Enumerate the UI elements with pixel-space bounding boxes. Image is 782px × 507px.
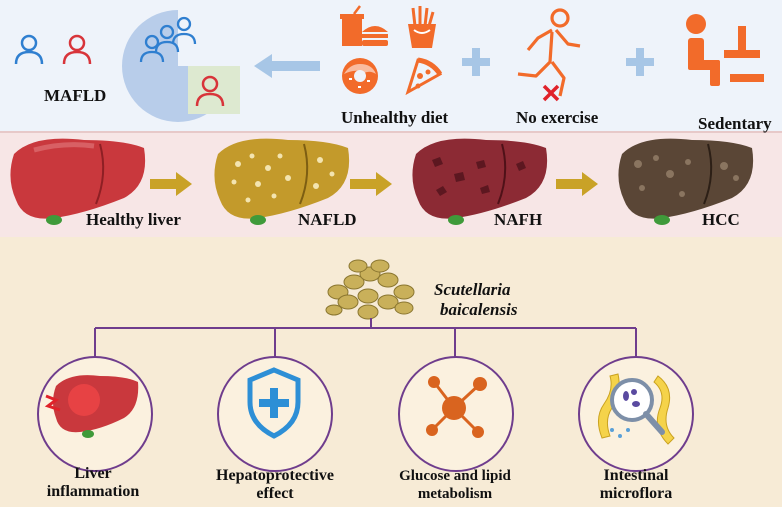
herb-name-line2: baicalensis	[440, 300, 518, 319]
healthy-liver-label: Healthy liver	[86, 210, 181, 229]
effect-circle-4	[578, 356, 694, 472]
branch-connector	[94, 318, 637, 358]
red-person-icon	[62, 34, 92, 65]
mafld-label: MAFLD	[44, 86, 107, 105]
donut-icon	[342, 58, 378, 94]
hcc-label: HCC	[702, 210, 740, 229]
plus-icon	[462, 48, 490, 76]
hcc-liver-icon	[618, 138, 754, 225]
pizza-icon	[405, 57, 443, 96]
no-exercise-label: No exercise	[516, 108, 599, 127]
left-arrow-icon	[254, 54, 320, 78]
nafh-label: NAFH	[494, 210, 543, 229]
nafh-liver-icon	[412, 138, 548, 225]
fastfood-icon	[340, 5, 388, 46]
plus-icon-2	[626, 48, 654, 76]
no-exercise-icon	[517, 8, 581, 102]
stage-arrow-1	[150, 172, 192, 196]
nafld-liver-icon	[214, 138, 350, 225]
healthy-liver-icon	[10, 138, 146, 225]
nafld-label: NAFLD	[298, 210, 357, 229]
intestine-magnifier-icon	[598, 373, 675, 445]
effect-label-4: Intestinal microflora	[599, 467, 673, 502]
molecule-icon	[426, 376, 487, 438]
fries-icon	[408, 6, 436, 48]
stage-arrow-3	[556, 172, 598, 196]
herb-name-line1: Scutellaria	[434, 280, 511, 299]
herb-slices-icon	[325, 259, 415, 320]
inflamed-liver-icon	[44, 375, 139, 438]
shield-plus-icon	[247, 367, 301, 439]
stage-arrow-2	[350, 172, 392, 196]
effect-label-2: Hepatoprotective effect	[216, 467, 334, 502]
effect-label-1: Liver inflammation	[46, 465, 140, 500]
effect-label-3: Glucose and lipid metabolism	[399, 468, 511, 502]
unhealthy-diet-label: Unhealthy diet	[341, 108, 449, 127]
sedentary-label: Sedentary	[698, 114, 772, 133]
population-pie-icon	[122, 10, 240, 122]
blue-person-icon	[14, 34, 44, 65]
sedentary-icon	[686, 14, 764, 86]
